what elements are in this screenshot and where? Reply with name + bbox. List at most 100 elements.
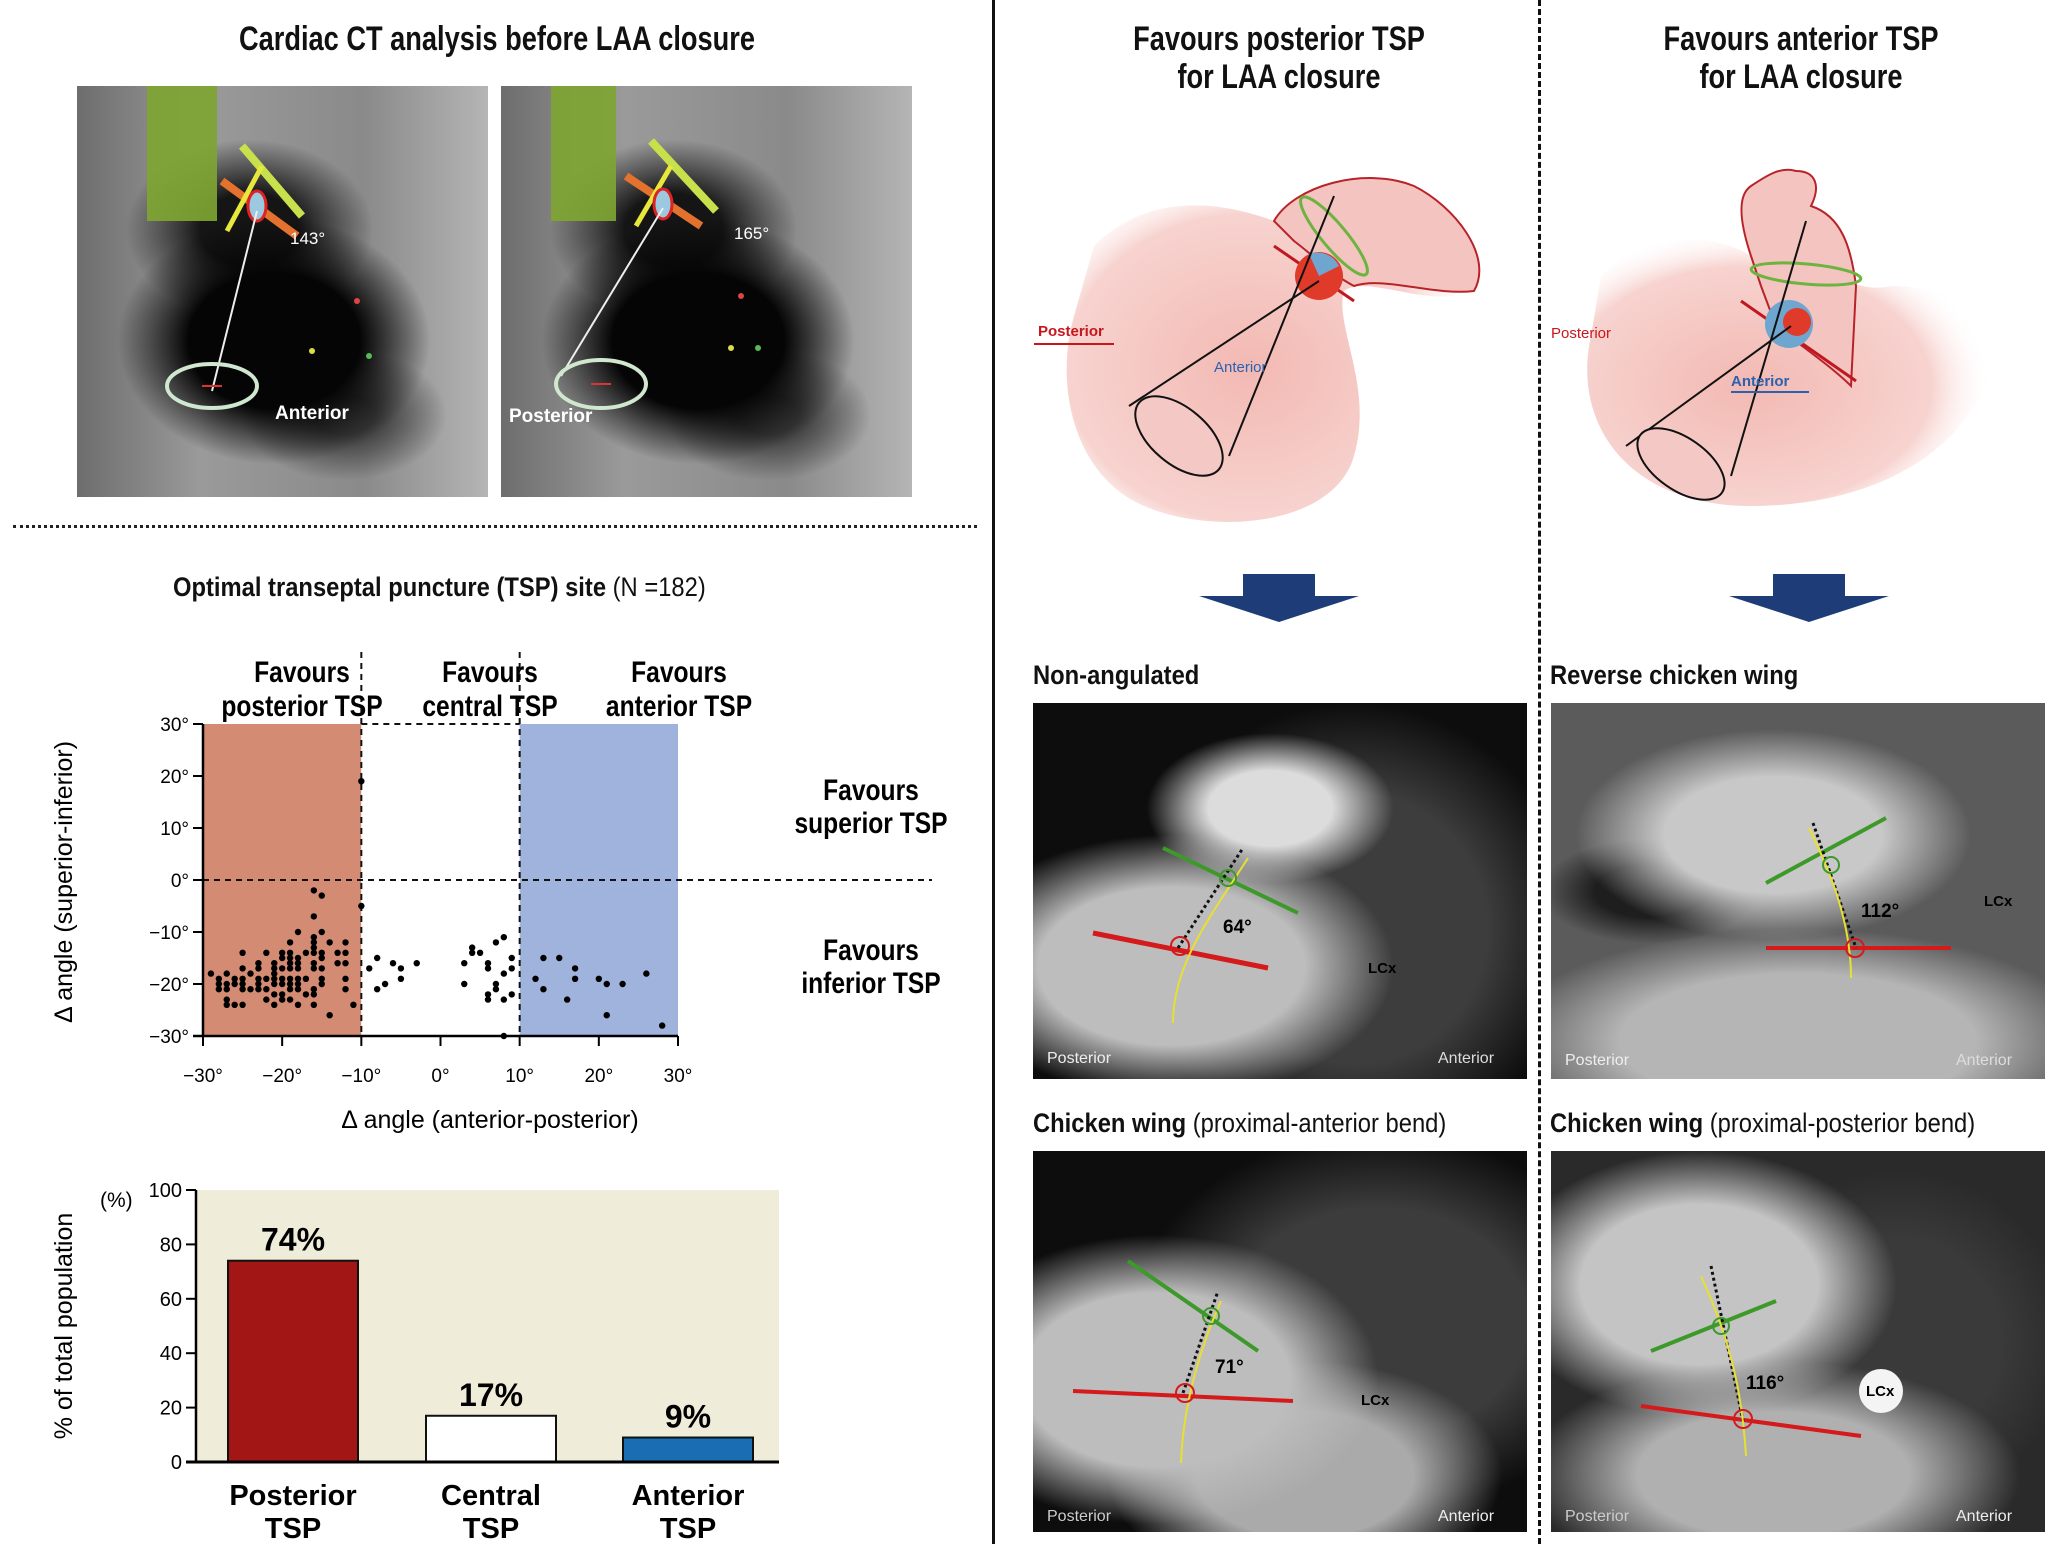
x-tick-label: 0° — [431, 1066, 449, 1087]
data-point — [318, 928, 325, 936]
marker-dot — [354, 298, 360, 304]
anterior-label: Anterior — [1438, 1050, 1495, 1067]
yellow-plane — [224, 164, 265, 233]
data-point — [342, 960, 349, 967]
data-point — [223, 970, 230, 977]
data-point — [326, 1012, 333, 1019]
bar-value-label: 17% — [459, 1377, 523, 1413]
data-point — [658, 1022, 666, 1029]
down-arrow-icon — [1729, 574, 1889, 622]
region-label-posterior: Favours — [254, 655, 350, 689]
data-point — [207, 970, 215, 977]
case-heading-text: Chicken wing — [1550, 1108, 1704, 1138]
data-point — [286, 949, 294, 956]
tsp-n: (N =182) — [612, 572, 706, 602]
vertical-divider — [992, 0, 995, 1544]
data-point — [381, 980, 389, 988]
data-point — [278, 996, 286, 1003]
x-tick-label: 20° — [584, 1066, 613, 1087]
green-plane — [238, 143, 306, 219]
data-point — [286, 960, 294, 967]
data-point — [310, 960, 318, 967]
data-point — [247, 970, 254, 977]
data-point — [540, 954, 547, 962]
case-heading-extra: (proximal-posterior bend) — [1703, 1108, 1976, 1138]
data-point — [508, 991, 515, 998]
anterior-label: Anterior — [1956, 1052, 2013, 1069]
data-point — [215, 975, 223, 982]
y-tick-label: −30° — [149, 1027, 189, 1048]
centerline — [1180, 1300, 1222, 1464]
bar-ylabel: % of total population — [50, 1213, 78, 1440]
data-point — [223, 986, 230, 993]
centerline — [1808, 827, 1852, 979]
data-point — [239, 965, 246, 972]
ostium-line — [1092, 930, 1269, 971]
data-point — [294, 986, 302, 993]
data-point — [231, 980, 238, 988]
case-heading-text: Reverse chicken wing — [1550, 660, 1799, 690]
data-point — [619, 980, 626, 988]
down-arrow-icon — [1199, 574, 1359, 622]
cone-line — [1128, 280, 1320, 407]
data-point — [310, 934, 318, 941]
data-point — [373, 954, 381, 962]
data-point — [508, 965, 515, 972]
landing-zone-line — [1162, 846, 1299, 915]
data-point — [215, 980, 223, 988]
data-point — [389, 960, 397, 967]
data-point — [310, 887, 318, 894]
data-point — [310, 949, 318, 956]
case-heading: Chicken wing (proximal-posterior bend) — [1550, 1108, 1975, 1139]
posterior-label: Posterior — [1038, 323, 1104, 340]
axis-line — [1176, 847, 1245, 949]
scatter-ylabel: Δ angle (superior-inferior) — [50, 741, 78, 1023]
data-point — [310, 944, 318, 951]
posterior-label: Posterior — [1551, 325, 1611, 342]
scatter-xlabel: Δ angle (anterior-posterior) — [341, 1106, 638, 1134]
data-point — [294, 954, 302, 962]
case-heading-extra: (proximal-anterior bend) — [1186, 1108, 1447, 1138]
trajectory-line — [211, 210, 258, 392]
data-point — [484, 991, 492, 998]
title-line: Favours posterior TSP — [1133, 20, 1425, 58]
data-point — [556, 954, 563, 962]
data-point — [239, 1001, 246, 1008]
data-point — [247, 986, 254, 993]
green-plane — [648, 138, 719, 214]
data-point — [263, 975, 270, 982]
ostium-marker — [1170, 936, 1190, 956]
side-label-superior: superior TSP — [794, 806, 947, 840]
region-label-anterior: Favours — [631, 655, 727, 689]
data-point — [263, 996, 270, 1003]
ct-overlay: 112° LCx Posterior Anterior — [1565, 816, 2013, 1069]
data-point — [603, 1012, 610, 1019]
data-point — [643, 970, 650, 977]
data-point — [508, 954, 515, 962]
x-tick-label: −30° — [183, 1066, 223, 1087]
marker-dot — [728, 345, 734, 351]
region-label-anterior: anterior TSP — [606, 689, 752, 723]
data-point — [239, 949, 246, 956]
sheath-shape — [147, 86, 217, 221]
data-point — [310, 965, 318, 972]
data-point — [286, 965, 294, 972]
data-point — [271, 965, 278, 972]
side-label-inferior: inferior TSP — [801, 966, 940, 1000]
data-point — [271, 960, 278, 967]
data-point — [373, 986, 381, 993]
bar-value-label: 74% — [261, 1222, 325, 1258]
cone-line — [1228, 195, 1335, 457]
data-point — [413, 960, 420, 967]
data-point — [286, 954, 294, 962]
bar-yunit: (%) — [100, 1189, 133, 1212]
fossa-ellipse — [554, 358, 648, 410]
y-tick-label: 20° — [160, 767, 189, 788]
data-point — [302, 949, 310, 956]
marker-dot — [738, 293, 744, 299]
data-point — [492, 939, 500, 946]
ct-image-anterior: 143° Anterior — [77, 86, 488, 497]
cone-base — [1134, 395, 1224, 477]
case-heading-text: Chicken wing — [1033, 1108, 1187, 1138]
data-point — [255, 975, 262, 982]
